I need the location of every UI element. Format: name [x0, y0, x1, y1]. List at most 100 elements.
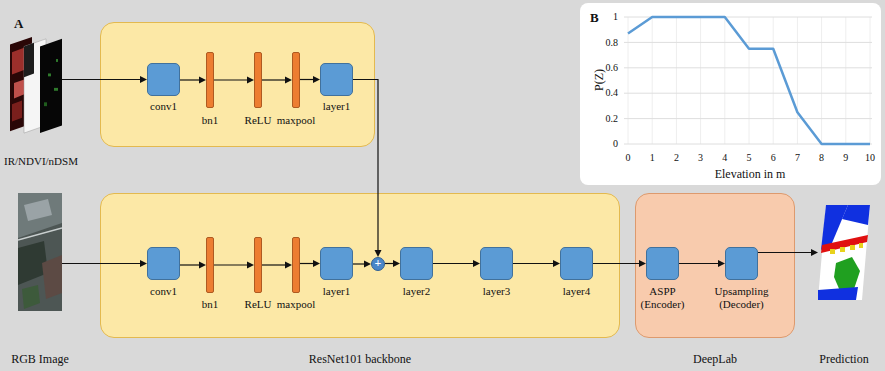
tick-label: 0 [626, 152, 631, 164]
arrow-head [364, 261, 371, 268]
arrow-head [375, 250, 382, 257]
node-label: DeepLab [693, 353, 737, 367]
connector-line [300, 79, 313, 80]
node-label: conv1 [150, 285, 177, 298]
layer-block: conv1 [147, 63, 180, 96]
op-bar: maxpool [292, 52, 300, 108]
layer-block: layer1 [320, 63, 353, 96]
node-label: ReLU [245, 298, 272, 311]
connector [758, 249, 818, 256]
connector-line [262, 79, 285, 80]
connector-line [593, 263, 639, 264]
tick-label: 0.2 [606, 113, 619, 125]
node-label: bn1 [202, 298, 219, 311]
tick-label: 8 [819, 152, 824, 164]
branch-block: conv1bn1ReLUmaxpoollayer1 [100, 22, 375, 147]
connector-line [262, 264, 285, 265]
connector-line [180, 264, 199, 265]
connector [62, 260, 147, 267]
arrow-head [140, 260, 147, 267]
connector [300, 260, 320, 267]
sum-symbol: + [371, 257, 385, 270]
arrow-head [313, 76, 320, 83]
arrow-head [140, 76, 147, 83]
node-label: ASPP (Encoder) [632, 285, 694, 310]
arrow-head [247, 77, 254, 84]
tick-label: 6 [771, 152, 776, 164]
connector-line [758, 252, 811, 253]
tick-label: 0 [613, 138, 618, 150]
node-label: Upsampling (Decoder) [706, 285, 778, 310]
node-label: layer3 [483, 285, 510, 298]
tick-label: 0.8 [606, 37, 619, 49]
node-label: layer1 [323, 285, 350, 298]
node-label: ResNet101 backbone [309, 353, 411, 367]
layer-block: Upsampling (Decoder) [725, 247, 758, 280]
node-label: layer2 [403, 285, 430, 298]
node-label: layer1 [323, 100, 350, 113]
connector-line [679, 263, 718, 264]
connector-line [214, 264, 247, 265]
arrow-head [313, 260, 320, 267]
arrow-head [639, 260, 646, 267]
node-label: conv1 [150, 100, 177, 113]
layer-block: layer3 [480, 247, 513, 280]
arrow-head [718, 260, 725, 267]
axis-title: Elevation in m [715, 168, 786, 182]
node-label: maxpool [277, 298, 316, 311]
tick-label: 7 [795, 152, 800, 164]
tick-label: 3 [698, 152, 703, 164]
input-image-stack: IR/NDVI/nDSM [10, 35, 62, 135]
layer-block: layer1 [320, 247, 353, 280]
connector-line [62, 263, 140, 264]
connector [62, 76, 147, 83]
connector [385, 260, 400, 267]
arrow-head [285, 262, 292, 269]
arrow-head [553, 260, 560, 267]
arrow-head [247, 262, 254, 269]
op-bar: bn1 [206, 52, 214, 108]
connector-line [433, 263, 473, 264]
node-label: IR/NDVI/nDSM [4, 155, 78, 168]
arrow-head [199, 77, 206, 84]
tick-label: 9 [843, 152, 848, 164]
sum-node: + [371, 257, 385, 271]
node-label: RGB Image [11, 353, 69, 367]
connector [353, 261, 371, 268]
connector [353, 80, 382, 258]
tick-label: 10 [865, 152, 875, 164]
connector [679, 260, 725, 267]
axis-title: P(Z) [593, 69, 607, 91]
chart-grid [624, 17, 872, 144]
arrow-head [199, 262, 206, 269]
tick-label: 1 [613, 11, 618, 23]
connector-line [353, 263, 364, 264]
connector-line [385, 263, 393, 264]
connector-line [300, 263, 313, 264]
tick-label: 4 [722, 152, 727, 164]
op-bar: ReLU [254, 237, 262, 293]
connector-line [62, 79, 140, 80]
node-label: bn1 [202, 114, 219, 127]
arrow-head [285, 77, 292, 84]
arrow-head [393, 260, 400, 267]
chart-grid [628, 17, 870, 144]
tick-label: 0.4 [606, 87, 619, 99]
connector-line [513, 263, 553, 264]
tick-label: 5 [747, 152, 752, 164]
connector [262, 262, 292, 269]
connector-line [214, 79, 247, 80]
connector [262, 77, 292, 84]
node-label: Prediction [819, 353, 868, 367]
node-label: ReLU [245, 114, 272, 127]
layer-block: layer2 [400, 247, 433, 280]
node-label: layer4 [563, 285, 590, 298]
connector [214, 262, 254, 269]
deeplab-block: DeepLabASPP (Encoder)Upsampling (Decoder… [635, 193, 795, 338]
panel-letter: B [590, 11, 599, 26]
connector-line [353, 80, 378, 251]
arrow-head [473, 260, 480, 267]
